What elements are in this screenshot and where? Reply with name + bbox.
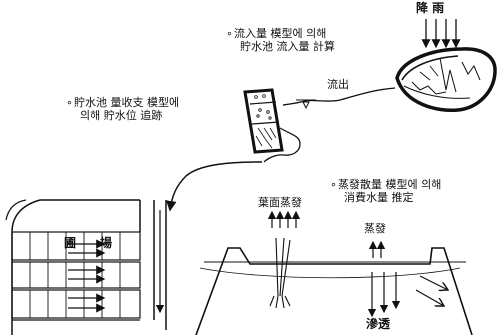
paddy-cross-section (195, 247, 473, 335)
lateral-seepage-arrows (415, 275, 448, 306)
rain-label: 降 雨 (416, 1, 445, 15)
outflow-marker (296, 99, 316, 110)
evaporation-arrows (368, 240, 386, 258)
evap-note-line1: 蒸發散量 模型에 의해 (338, 178, 442, 191)
return-flow-line (263, 127, 301, 163)
watershed-basin (395, 47, 497, 113)
reservoir-dam (243, 88, 284, 154)
irrigation-field (5, 199, 167, 335)
field-label-char2: 場 (100, 236, 113, 250)
reservoir-model-note: ∘貯水池 量收支 模型에 의해 貯水位 追跡 (66, 96, 179, 122)
outflow-to-field-arrow (166, 161, 263, 212)
reservoir-note-bullet: ∘ (66, 96, 73, 109)
outflow-stream (282, 87, 396, 106)
leaf-evaporation-arrows (267, 210, 301, 228)
leaf-evaporation-label: 葉面蒸發 (258, 196, 302, 209)
evaporation-label: 蒸發 (364, 222, 386, 235)
seepage-arrows (367, 272, 401, 318)
evapotranspiration-model-note: ∘蒸發散量 模型에 의해 消費水量 推定 (330, 178, 441, 204)
rain-arrows (421, 19, 461, 49)
reservoir-note-line2: 의해 貯水位 追跡 (80, 109, 163, 122)
evap-note-line2: 消費水量 推定 (344, 191, 414, 204)
field-label-char1: 圃 (64, 236, 77, 250)
inflow-note-line2: 貯水池 流入量 計算 (240, 40, 335, 53)
seepage-label: 滲透 (366, 317, 391, 331)
inflow-note-bullet: ∘ (226, 27, 233, 40)
evap-note-bullet: ∘ (330, 178, 337, 191)
inflow-note-line1: 流入量 模型에 의해 (234, 27, 327, 40)
reservoir-note-line1: 貯水池 量收支 模型에 (74, 96, 180, 109)
outflow-label: 流出 (327, 78, 349, 91)
inflow-model-note: ∘流入量 模型에 의해 貯水池 流入量 計算 (226, 27, 335, 53)
crop-plant (269, 237, 291, 309)
